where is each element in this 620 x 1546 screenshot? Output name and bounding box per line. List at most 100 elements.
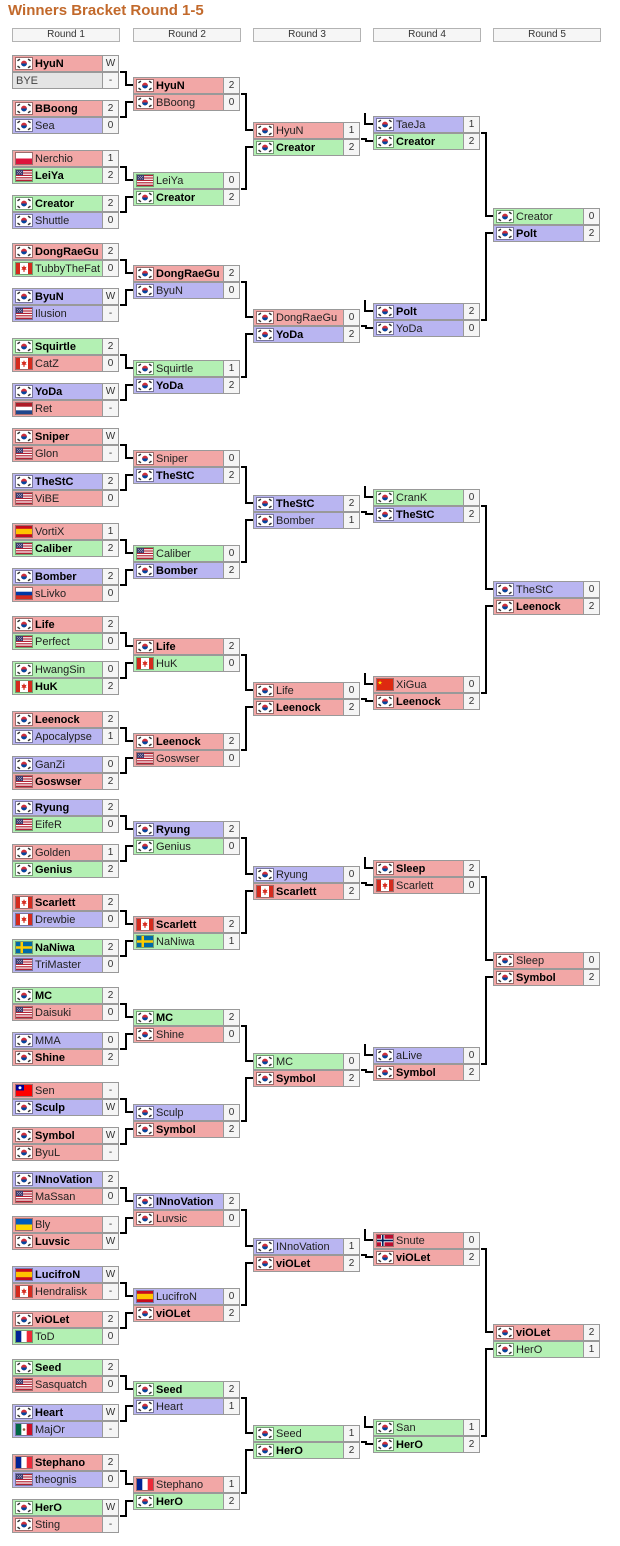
player-name[interactable]: ByuL bbox=[12, 1144, 103, 1161]
player-name[interactable]: Polt bbox=[493, 225, 584, 242]
player-name[interactable]: Drewbie bbox=[12, 911, 103, 928]
player-name[interactable]: LeiYa bbox=[12, 167, 103, 184]
player-name[interactable]: Bomber bbox=[12, 568, 103, 585]
player-name[interactable]: BBoong bbox=[12, 100, 103, 117]
player-name[interactable]: TheStC bbox=[373, 506, 464, 523]
player-name[interactable]: Polt bbox=[373, 303, 464, 320]
player-name[interactable]: Heart bbox=[133, 1398, 224, 1415]
player-name[interactable]: YoDa bbox=[253, 326, 344, 343]
player-name[interactable]: Life bbox=[253, 682, 344, 699]
player-name[interactable]: Sting bbox=[12, 1516, 103, 1533]
player-name[interactable]: Shuttle bbox=[12, 212, 103, 229]
player-name[interactable]: TheStC bbox=[253, 495, 344, 512]
player-name[interactable]: Sniper bbox=[12, 428, 103, 445]
player-name[interactable]: Bomber bbox=[253, 512, 344, 529]
player-name[interactable]: LeiYa bbox=[133, 172, 224, 189]
player-name[interactable]: Creator bbox=[493, 208, 584, 225]
player-name[interactable]: Sniper bbox=[133, 450, 224, 467]
player-name[interactable]: HerO bbox=[133, 1493, 224, 1510]
player-name[interactable]: INnoVation bbox=[12, 1171, 103, 1188]
player-name[interactable]: Golden bbox=[12, 844, 103, 861]
player-name[interactable]: Goswser bbox=[133, 750, 224, 767]
player-name[interactable]: Shine bbox=[133, 1026, 224, 1043]
player-name[interactable]: Caliber bbox=[12, 540, 103, 557]
player-name[interactable]: DongRaeGu bbox=[12, 243, 103, 260]
player-name[interactable]: Leenock bbox=[253, 699, 344, 716]
player-name[interactable]: Nerchio bbox=[12, 150, 103, 167]
player-name[interactable]: INnoVation bbox=[133, 1193, 224, 1210]
player-name[interactable]: Seed bbox=[133, 1381, 224, 1398]
player-name[interactable]: Sea bbox=[12, 117, 103, 134]
player-name[interactable]: HerO bbox=[373, 1436, 464, 1453]
player-name[interactable]: theognis bbox=[12, 1471, 103, 1488]
player-name[interactable]: Symbol bbox=[253, 1070, 344, 1087]
player-name[interactable]: Ryung bbox=[12, 799, 103, 816]
player-name[interactable]: HuK bbox=[133, 655, 224, 672]
player-name[interactable]: Leenock bbox=[493, 598, 584, 615]
player-name[interactable]: Life bbox=[133, 638, 224, 655]
player-name[interactable]: Stephano bbox=[133, 1476, 224, 1493]
player-name[interactable]: CatZ bbox=[12, 355, 103, 372]
player-name[interactable]: Bly bbox=[12, 1216, 103, 1233]
player-name[interactable]: Symbol bbox=[12, 1127, 103, 1144]
player-name[interactable]: HyuN bbox=[253, 122, 344, 139]
player-name[interactable]: Seed bbox=[253, 1425, 344, 1442]
player-name[interactable]: YoDa bbox=[12, 383, 103, 400]
player-name[interactable]: sLivko bbox=[12, 585, 103, 602]
player-name[interactable]: ToD bbox=[12, 1328, 103, 1345]
player-name[interactable]: Stephano bbox=[12, 1454, 103, 1471]
player-name[interactable]: MC bbox=[133, 1009, 224, 1026]
player-name[interactable]: Sen bbox=[12, 1082, 103, 1099]
player-name[interactable]: Scarlett bbox=[253, 883, 344, 900]
player-name[interactable]: TheStC bbox=[133, 467, 224, 484]
player-name[interactable]: INnoVation bbox=[253, 1238, 344, 1255]
player-name[interactable]: DongRaeGu bbox=[253, 309, 344, 326]
player-name[interactable]: Ryung bbox=[133, 821, 224, 838]
player-name[interactable]: Genius bbox=[12, 861, 103, 878]
player-name[interactable]: TubbyTheFat bbox=[12, 260, 103, 277]
player-name[interactable]: Snute bbox=[373, 1232, 464, 1249]
player-name[interactable]: HerO bbox=[493, 1341, 584, 1358]
player-name[interactable]: Goswser bbox=[12, 773, 103, 790]
player-name[interactable]: YoDa bbox=[133, 377, 224, 394]
player-name[interactable]: Sculp bbox=[133, 1104, 224, 1121]
player-name[interactable]: Perfect bbox=[12, 633, 103, 650]
player-name[interactable]: XiGua bbox=[373, 676, 464, 693]
player-name[interactable]: YoDa bbox=[373, 320, 464, 337]
player-name[interactable]: EifeR bbox=[12, 816, 103, 833]
player-name[interactable]: Scarlett bbox=[12, 894, 103, 911]
player-name[interactable]: Squirtle bbox=[12, 338, 103, 355]
player-name[interactable]: CranK bbox=[373, 489, 464, 506]
player-name[interactable]: Sleep bbox=[493, 952, 584, 969]
player-name[interactable]: Creator bbox=[12, 195, 103, 212]
player-name[interactable]: Creator bbox=[373, 133, 464, 150]
player-name[interactable]: TaeJa bbox=[373, 116, 464, 133]
player-name[interactable]: TheStC bbox=[493, 581, 584, 598]
player-name[interactable]: HuK bbox=[12, 678, 103, 695]
player-name[interactable]: Symbol bbox=[133, 1121, 224, 1138]
player-name[interactable]: viOLet bbox=[373, 1249, 464, 1266]
player-name[interactable]: MajOr bbox=[12, 1421, 103, 1438]
player-name[interactable]: ByuN bbox=[12, 288, 103, 305]
player-name[interactable]: NaNiwa bbox=[12, 939, 103, 956]
player-name[interactable]: LucifroN bbox=[133, 1288, 224, 1305]
player-name[interactable]: Symbol bbox=[493, 969, 584, 986]
player-name[interactable]: Sasquatch bbox=[12, 1376, 103, 1393]
player-name[interactable]: aLive bbox=[373, 1047, 464, 1064]
player-name[interactable]: NaNiwa bbox=[133, 933, 224, 950]
player-name[interactable]: Caliber bbox=[133, 545, 224, 562]
player-name[interactable]: Creator bbox=[133, 189, 224, 206]
player-name[interactable]: HyuN bbox=[133, 77, 224, 94]
player-name[interactable]: HerO bbox=[12, 1499, 103, 1516]
player-name[interactable]: LucifroN bbox=[12, 1266, 103, 1283]
player-name[interactable]: Seed bbox=[12, 1359, 103, 1376]
player-name[interactable]: TheStC bbox=[12, 473, 103, 490]
player-name[interactable]: Squirtle bbox=[133, 360, 224, 377]
player-name[interactable]: ViBE bbox=[12, 490, 103, 507]
player-name[interactable]: Leenock bbox=[133, 733, 224, 750]
player-name[interactable]: MC bbox=[12, 987, 103, 1004]
player-name[interactable]: viOLet bbox=[12, 1311, 103, 1328]
player-name[interactable]: Ret bbox=[12, 400, 103, 417]
player-name[interactable]: Heart bbox=[12, 1404, 103, 1421]
player-name[interactable]: ByuN bbox=[133, 282, 224, 299]
